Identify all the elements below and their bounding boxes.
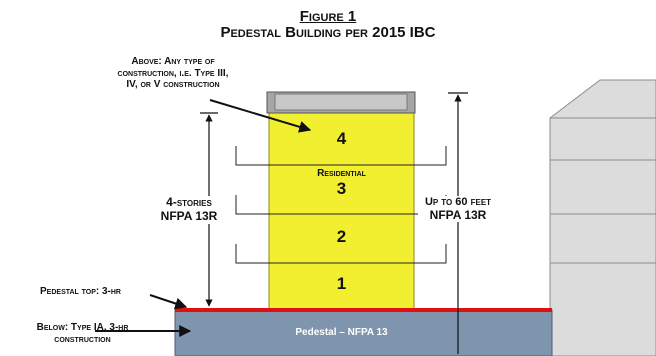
stories-label-line2: NFPA 13R (160, 208, 218, 223)
above-note-line1: Above: Any type of (131, 56, 215, 67)
figure-label: Figure 1 (299, 8, 357, 25)
stories-label-line1: 4-stories (166, 195, 212, 209)
pedestal-label: Pedestal – NFPA 13 (295, 327, 388, 338)
figure-title: Pedestal Building per 2015 IBC (220, 24, 436, 41)
above-note: Above: Any type of construction, i.e. Ty… (78, 56, 268, 91)
pedestal-top-leader-arrow (149, 294, 188, 310)
floor-2-number: 2 (336, 227, 347, 246)
floor-4-number: 4 (336, 129, 347, 148)
below-note-line2: construction (54, 333, 111, 345)
below-note: Below: Type IA, 3-hr construction (20, 322, 145, 345)
residential-label: Residential (317, 168, 366, 179)
height-label-line1: Up to 60 feet (424, 196, 492, 208)
floor-3-number: 3 (336, 179, 347, 198)
floor-4 (268, 112, 415, 166)
above-note-line2: construction, i.e. Type III, (117, 67, 229, 79)
above-leader-arrow (209, 99, 312, 133)
pedestal-top-note: Pedestal top: 3-hr (40, 286, 121, 297)
above-note-line3: IV, or V construction (126, 79, 220, 90)
neighbor-building (549, 79, 656, 356)
height-dimension (448, 92, 468, 354)
floor-3 (268, 164, 415, 215)
below-note-line1: Below: Type IA, 3-hr (36, 322, 129, 333)
stories-label: 4-stories NFPA 13R (150, 195, 228, 224)
floor-1 (268, 262, 415, 311)
height-label: Up to 60 feet NFPA 13R (418, 196, 498, 223)
height-label-line2: NFPA 13R (429, 207, 487, 222)
floor-1-number: 1 (336, 274, 347, 293)
